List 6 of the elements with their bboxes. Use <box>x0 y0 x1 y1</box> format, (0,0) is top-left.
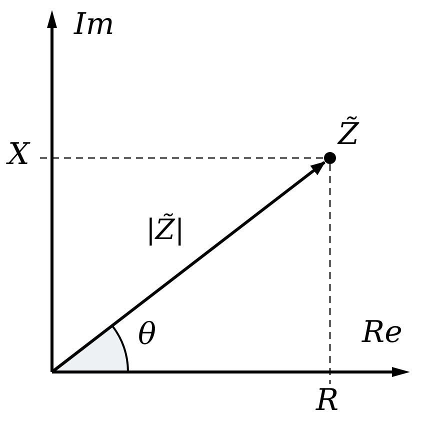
vector-arrow <box>51 161 326 374</box>
axis-label: Im <box>74 10 114 40</box>
axis-label: X <box>8 140 30 170</box>
axis-label: Re <box>362 318 402 348</box>
angle-label: θ <box>138 320 156 350</box>
axis-label: R <box>316 386 339 416</box>
